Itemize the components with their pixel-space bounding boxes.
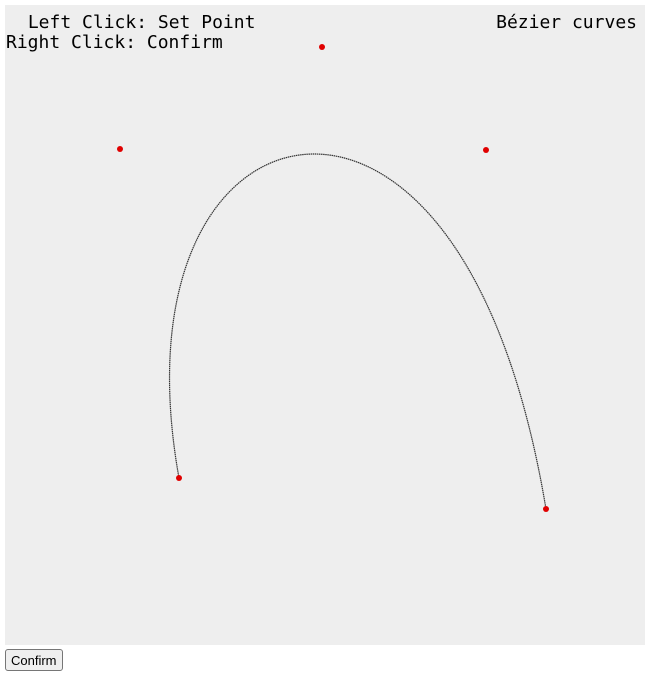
confirm-button[interactable]: Confirm [5, 649, 63, 671]
control-point[interactable] [483, 147, 489, 153]
canvas-title: Bézier curves [496, 12, 637, 33]
bezier-canvas[interactable]: Left Click: Set Point Right Click: Confi… [5, 5, 645, 645]
bezier-drawing [117, 44, 549, 512]
control-point[interactable] [543, 506, 549, 512]
control-point[interactable] [176, 475, 182, 481]
control-points-layer [117, 44, 549, 512]
left-click-hint: Left Click: Set Point [17, 12, 256, 33]
bezier-curve [168, 153, 547, 510]
control-point[interactable] [117, 146, 123, 152]
control-point[interactable] [319, 44, 325, 50]
right-click-hint: Right Click: Confirm [6, 32, 223, 53]
curve-layer [168, 153, 547, 510]
